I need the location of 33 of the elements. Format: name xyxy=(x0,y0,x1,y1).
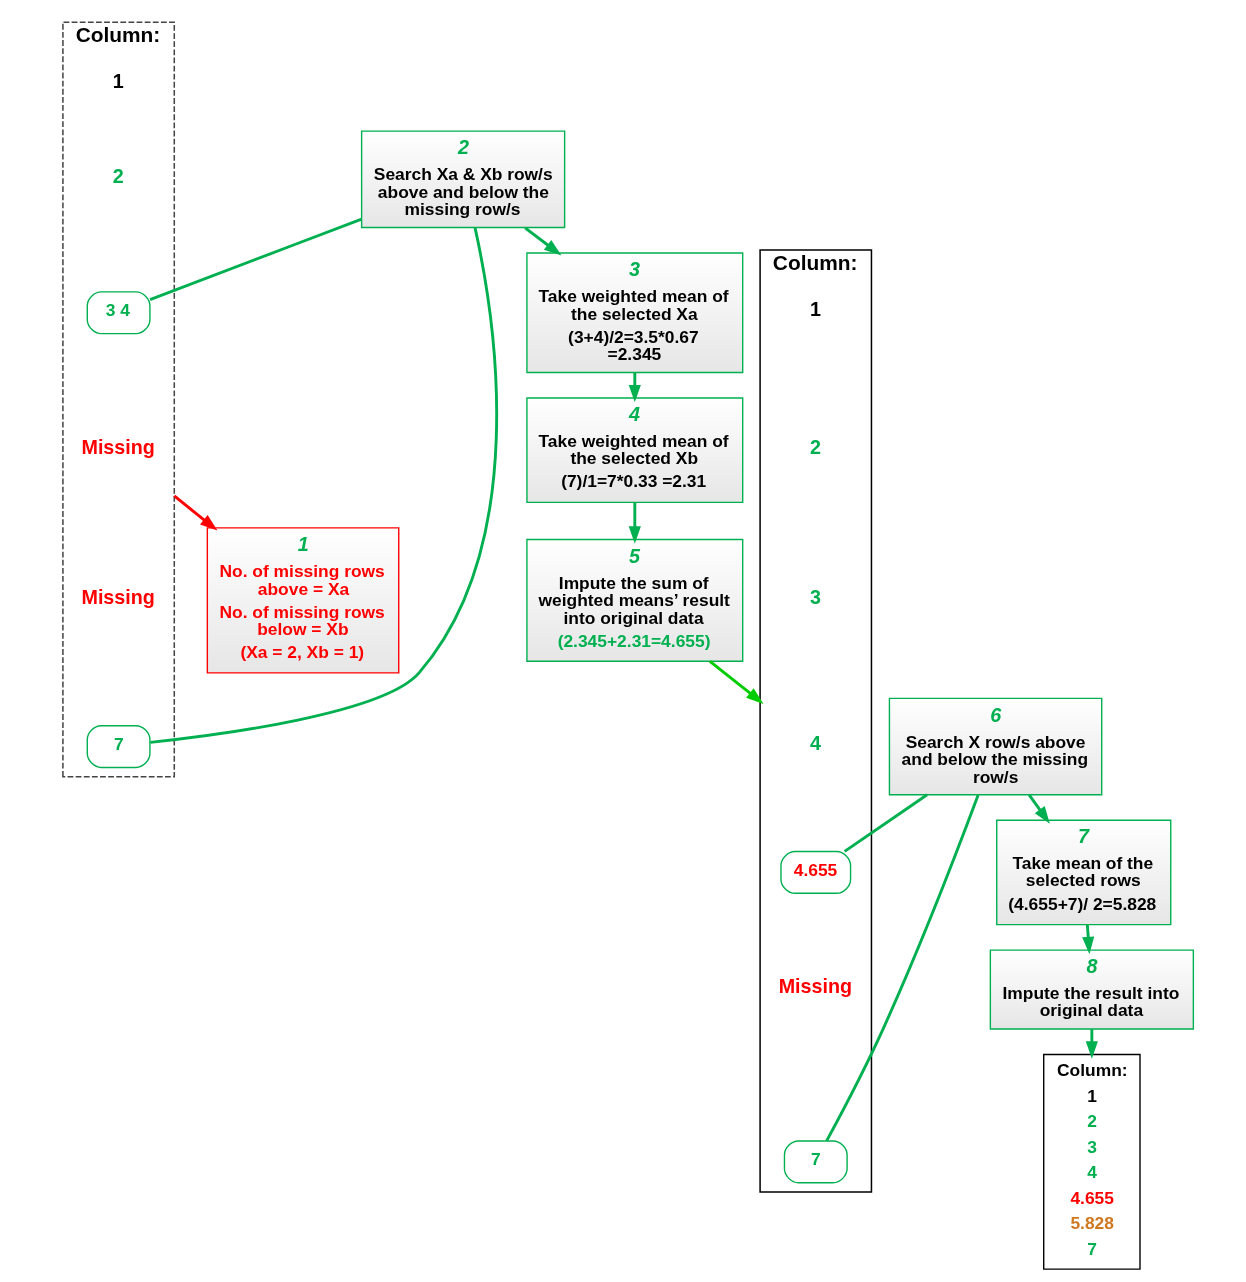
label: Missing xyxy=(80,435,155,458)
arrow xyxy=(523,226,561,256)
node-box: 3 4 xyxy=(86,291,151,335)
arrow xyxy=(1085,1029,1098,1059)
label: 1 xyxy=(809,298,821,321)
node-box: 4 Take weighted mean of the selected Xb (7)/1=7*0.33 =2.31 xyxy=(525,397,743,504)
label: Missing xyxy=(80,586,155,608)
node-box: 2 Search Xa & Xb row/s above and below the missing row/s xyxy=(360,130,565,229)
arrow xyxy=(172,494,217,531)
node-box: 4.655 xyxy=(779,850,851,894)
connector xyxy=(149,217,362,301)
node-box: 7 xyxy=(86,725,151,769)
node-box: 7 xyxy=(783,1140,848,1184)
label: Missing xyxy=(778,975,852,998)
label: 1 xyxy=(112,70,124,93)
arrow xyxy=(628,372,641,403)
node-box: 6 Search X row/s above and below the missing row/s xyxy=(888,697,1102,796)
arrow xyxy=(628,502,641,544)
node-box: 1 No. of missing rows above = Xa No. of missing rows below = Xb (Xa = 2, Xb = 1) xyxy=(206,527,399,674)
arrow xyxy=(1027,793,1050,824)
node-box: Column: 1 2 3 4 4.655 5.828 7 xyxy=(1042,1053,1141,1270)
connector xyxy=(843,793,928,853)
label: 2 xyxy=(112,164,124,187)
label: 3 xyxy=(809,586,821,608)
node-box: 8 Impute the result into original data xyxy=(989,949,1194,1030)
label: 2 xyxy=(809,435,821,458)
node-box: 3 Take weighted mean of the selected Xa (3+4)/2=3.5*0.67 =2.345 xyxy=(525,252,743,374)
label: 4 xyxy=(809,732,821,755)
node-box: 5 Impute the sum of weighted means’ result into original data (2.345+2.31=4.655) xyxy=(525,538,743,662)
node-box: 7 Take mean of the selected rows (4.655+7)/ 2=5.828 xyxy=(995,819,1171,926)
connector xyxy=(149,227,498,744)
arrow xyxy=(708,660,764,704)
connector xyxy=(824,794,979,1142)
